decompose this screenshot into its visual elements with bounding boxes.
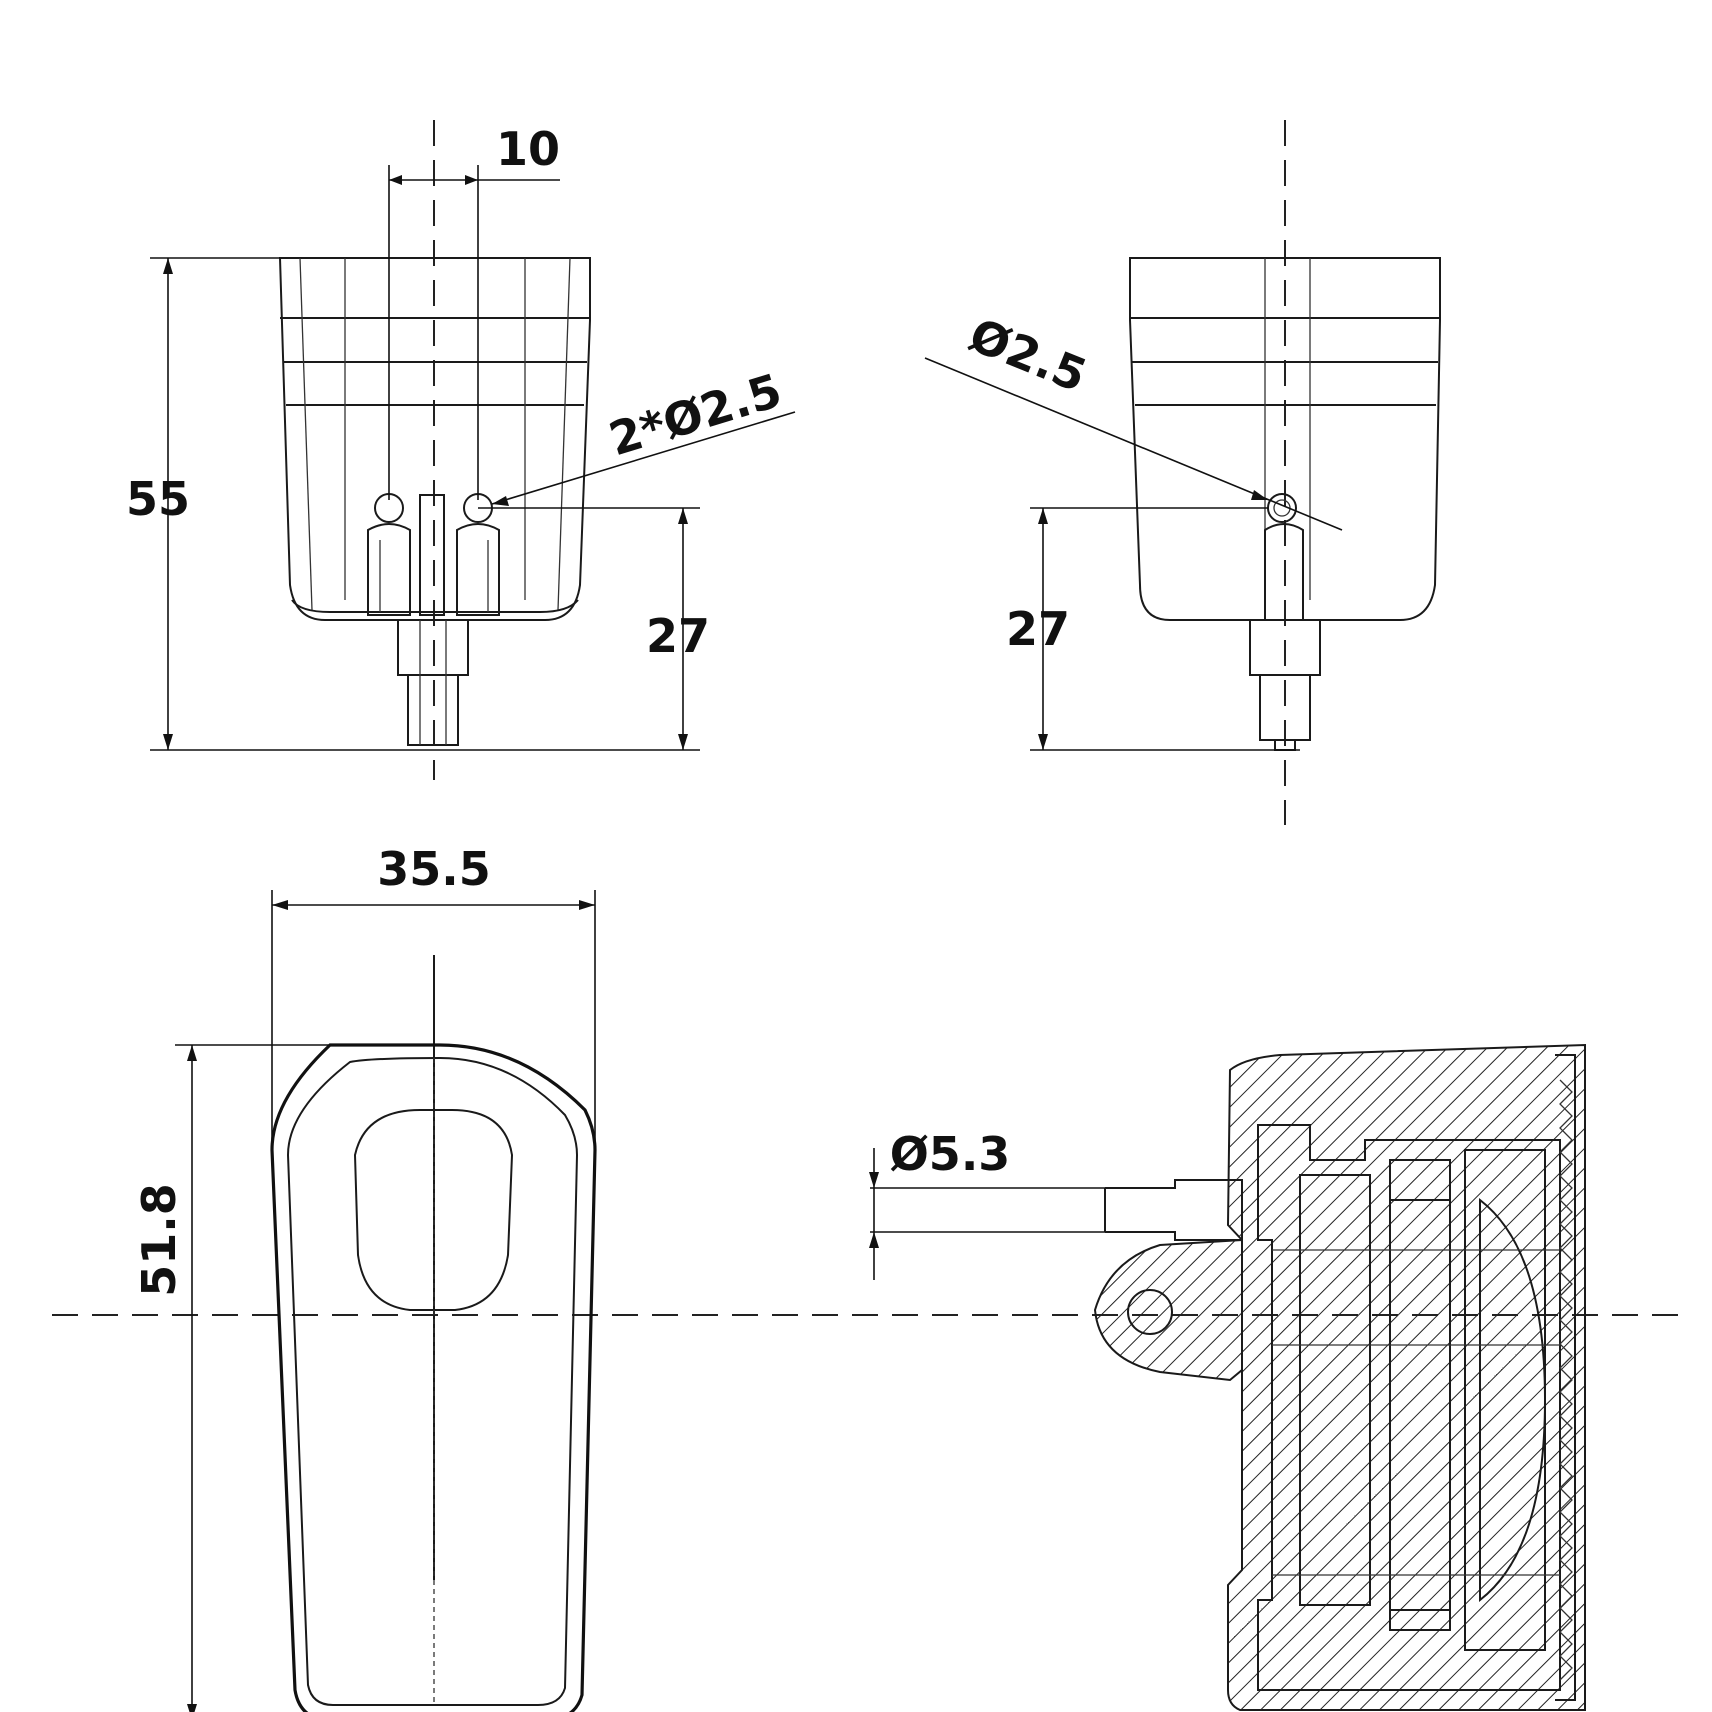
rear-view: 10 55 27 2*Ø2.5 (126, 120, 796, 780)
dim-holes-left: 2*Ø2.5 (603, 363, 788, 466)
ribbed-lens-edge (1559, 1079, 1573, 1681)
housing-outline-side (1129, 257, 1441, 621)
dim-height-front: 51.8 (132, 1183, 186, 1297)
side-view: Ø2.5 27 (924, 120, 1441, 825)
cable-section (1105, 1179, 1243, 1241)
reflector-surface (286, 1056, 579, 1706)
dim-hole-side: Ø2.5 (962, 308, 1094, 403)
lug-hole (1127, 1289, 1173, 1335)
mounting-lug (1093, 1238, 1243, 1382)
dim-height-mount-left: 27 (646, 609, 710, 663)
section-view: Ø5.3 (869, 1043, 1586, 1711)
lens-dome (1479, 1197, 1547, 1603)
dim-height-total: 55 (126, 472, 190, 526)
dim-width-front: 35.5 (377, 842, 491, 896)
housing-outline-rear (278, 257, 591, 621)
mount-hole-side (1267, 493, 1297, 523)
dim-pin-spacing: 10 (496, 122, 560, 176)
center-window (353, 1109, 514, 1311)
housing-section (1226, 1043, 1586, 1711)
dim-height-mount-right: 27 (1006, 602, 1070, 656)
dim-cable-diameter: Ø5.3 (890, 1127, 1011, 1181)
